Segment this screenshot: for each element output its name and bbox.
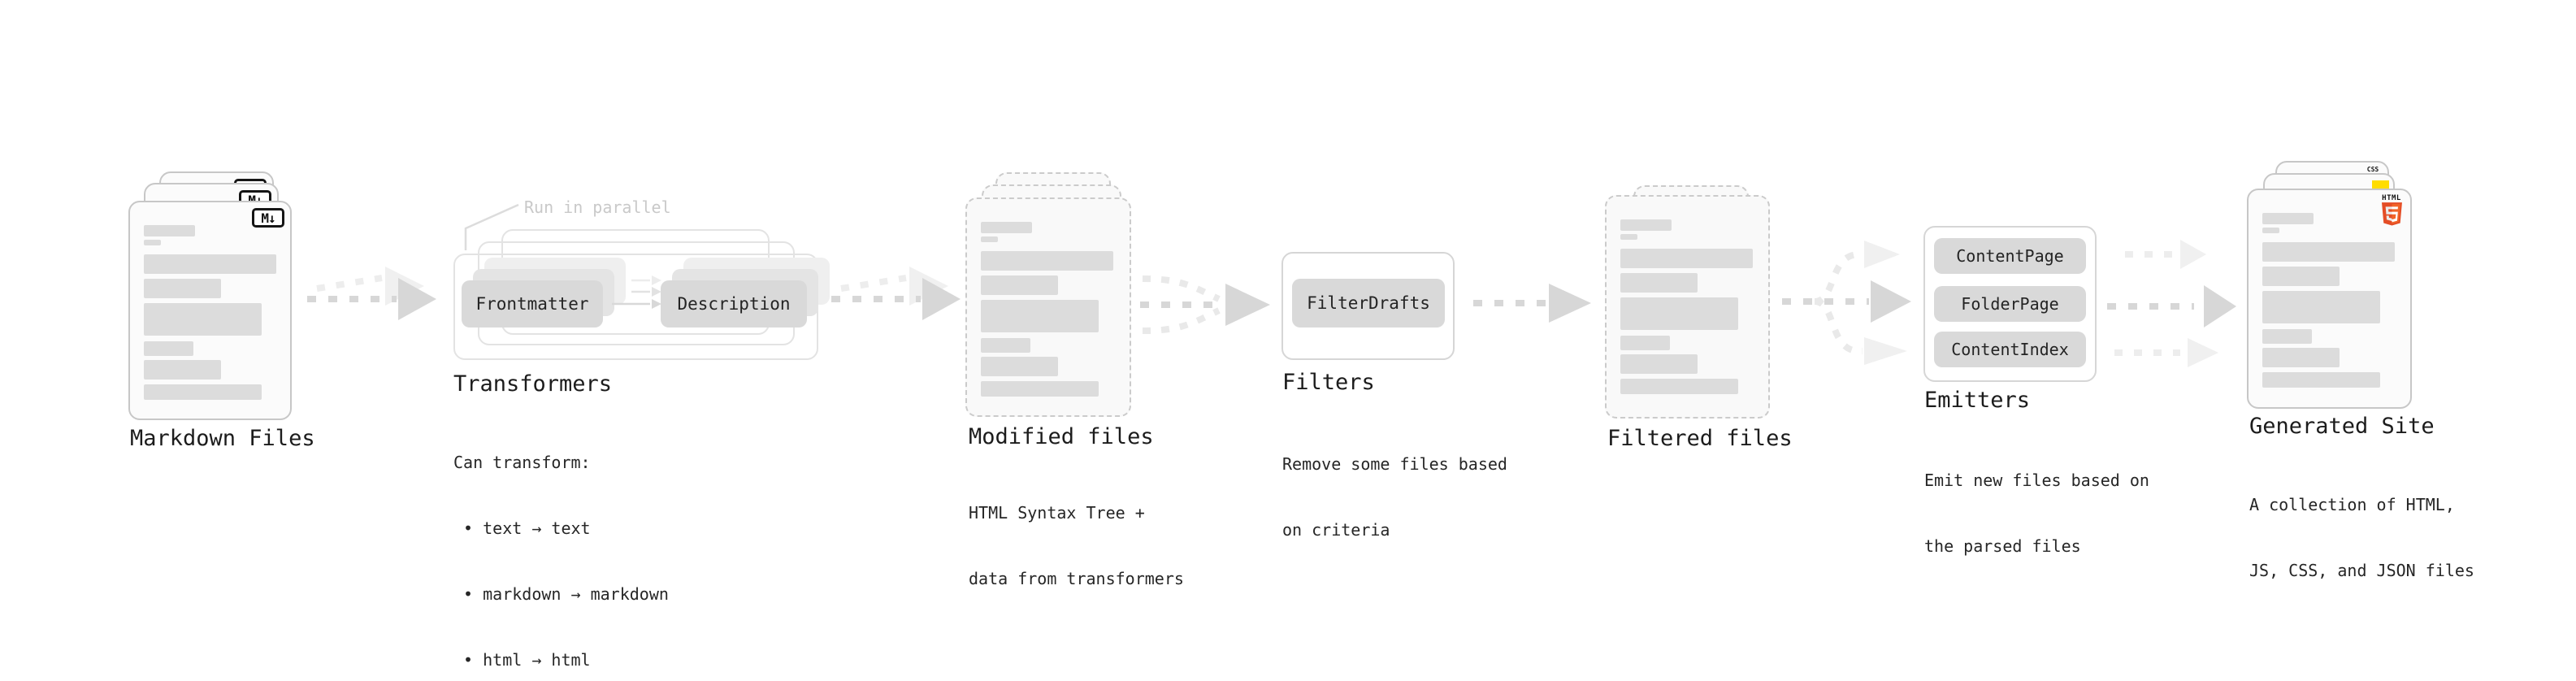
placeholder-bar bbox=[144, 360, 221, 380]
placeholder-bar bbox=[144, 225, 195, 236]
caption-bullet: • text → text bbox=[453, 518, 591, 538]
callout-leader-line bbox=[459, 195, 532, 256]
description-pill-label: Description bbox=[677, 294, 791, 314]
placeholder-bar bbox=[981, 251, 1113, 271]
stage-title-markdown-files: Markdown Files bbox=[130, 426, 315, 451]
caption-line: Remove some files based bbox=[1282, 454, 1507, 474]
filters-caption: Remove some files based on criteria bbox=[1282, 410, 1507, 585]
filtered-file-card-front bbox=[1605, 195, 1770, 419]
markdown-icon: M↓ bbox=[252, 208, 284, 228]
css-icon-label: CSS bbox=[2366, 166, 2379, 173]
placeholder-bar bbox=[144, 279, 221, 298]
filter-drafts-pill: FilterDrafts bbox=[1292, 279, 1445, 327]
flow-arrow-filters-to-filtered bbox=[1469, 280, 1595, 329]
markdown-icon-glyph: M↓ bbox=[261, 210, 275, 226]
caption-line: A collection of HTML, bbox=[2249, 495, 2455, 514]
frontmatter-pill-label: Frontmatter bbox=[475, 294, 589, 314]
emitter-pill-label: FolderPage bbox=[1961, 294, 2059, 314]
placeholder-bar bbox=[1620, 379, 1738, 394]
html5-icon: HTML bbox=[2381, 194, 2402, 226]
emitters-caption: Emit new files based on the parsed files bbox=[1924, 426, 2149, 601]
placeholder-bar bbox=[981, 300, 1099, 332]
placeholder-bar bbox=[2262, 213, 2314, 224]
stage-title-emitters: Emitters bbox=[1924, 388, 2031, 413]
placeholder-bar bbox=[2262, 329, 2312, 344]
placeholder-bar bbox=[981, 222, 1032, 233]
placeholder-bar bbox=[1620, 297, 1738, 330]
markdown-file-card-front: M↓ bbox=[128, 201, 292, 420]
caption-line: data from transformers bbox=[969, 569, 1184, 588]
placeholder-bar bbox=[1620, 354, 1698, 374]
placeholder-bar bbox=[2262, 228, 2279, 233]
stage-title-modified-files: Modified files bbox=[969, 424, 1154, 449]
emitters-container bbox=[1923, 226, 2097, 382]
generated-file-card-front: HTML bbox=[2247, 189, 2412, 409]
placeholder-bar bbox=[144, 341, 193, 356]
placeholder-bar bbox=[2262, 267, 2340, 286]
placeholder-bar bbox=[2262, 348, 2340, 367]
stage-title-filters: Filters bbox=[1282, 370, 1375, 395]
placeholder-bar bbox=[144, 240, 161, 245]
flow-arrow-markdown-to-transformers bbox=[301, 256, 443, 329]
transformers-caption: Can transform: • text → text • markdown … bbox=[453, 408, 669, 681]
caption-line: on criteria bbox=[1282, 520, 1390, 540]
run-in-parallel-callout: Run in parallel bbox=[524, 197, 671, 217]
placeholder-bar bbox=[1620, 249, 1753, 268]
flow-arrow-modified-to-filters bbox=[1136, 268, 1274, 345]
filters-container bbox=[1281, 252, 1455, 360]
caption-bullet: • markdown → markdown bbox=[453, 584, 669, 604]
caption-line: JS, CSS, and JSON files bbox=[2249, 561, 2474, 580]
placeholder-bar bbox=[2262, 291, 2380, 323]
emitter-content-index-pill: ContentIndex bbox=[1934, 332, 2086, 367]
flow-arrow-transformers-to-modified bbox=[825, 256, 967, 329]
placeholder-text-bars bbox=[1620, 219, 1753, 394]
placeholder-bar bbox=[981, 381, 1099, 397]
placeholder-text-bars bbox=[981, 222, 1113, 397]
emitter-pill-label: ContentPage bbox=[1956, 246, 2064, 266]
placeholder-bar bbox=[1620, 234, 1637, 240]
caption-line: Can transform: bbox=[453, 453, 591, 472]
flow-arrow-filtered-to-emitters bbox=[1778, 240, 1918, 373]
placeholder-bar bbox=[144, 254, 276, 274]
placeholder-bar bbox=[2262, 372, 2380, 388]
caption-bullet: • html → html bbox=[453, 650, 591, 670]
caption-line: Emit new files based on bbox=[1924, 471, 2149, 490]
caption-line: the parsed files bbox=[1924, 536, 2081, 556]
placeholder-text-bars bbox=[2262, 213, 2395, 388]
html5-icon-label: HTML bbox=[2382, 194, 2401, 202]
placeholder-bar bbox=[1620, 336, 1670, 350]
placeholder-bar bbox=[981, 275, 1058, 295]
placeholder-bar bbox=[981, 357, 1058, 376]
flow-arrow-emitters-to-generated bbox=[2103, 237, 2245, 371]
stage-title-generated-site: Generated Site bbox=[2249, 414, 2435, 439]
emitter-folder-page-pill: FolderPage bbox=[1934, 286, 2086, 322]
placeholder-bar bbox=[144, 384, 262, 400]
placeholder-bar bbox=[981, 236, 998, 242]
generated-site-caption: A collection of HTML, JS, CSS, and JSON … bbox=[2249, 450, 2474, 626]
html5-shield bbox=[2381, 202, 2402, 226]
placeholder-bar bbox=[981, 338, 1030, 353]
placeholder-bar bbox=[2262, 242, 2395, 262]
placeholder-text-bars bbox=[144, 225, 276, 400]
emitter-pill-label: ContentIndex bbox=[1951, 340, 2069, 359]
transformer-frontmatter-pill: Frontmatter bbox=[462, 280, 603, 327]
stage-title-filtered-files: Filtered files bbox=[1607, 426, 1793, 451]
placeholder-bar bbox=[1620, 273, 1698, 293]
stage-title-transformers: Transformers bbox=[453, 371, 613, 397]
transformer-description-pill: Description bbox=[661, 280, 807, 327]
placeholder-bar bbox=[1620, 219, 1672, 231]
placeholder-bar bbox=[144, 303, 262, 336]
emitter-content-page-pill: ContentPage bbox=[1934, 238, 2086, 274]
caption-line: HTML Syntax Tree + bbox=[969, 503, 1145, 523]
modified-files-caption: HTML Syntax Tree + data from transformer… bbox=[969, 458, 1184, 634]
modified-file-card-front bbox=[965, 197, 1131, 417]
transformer-step-arrows bbox=[609, 272, 668, 313]
filter-drafts-label: FilterDrafts bbox=[1307, 293, 1430, 313]
js-icon bbox=[2372, 180, 2389, 190]
